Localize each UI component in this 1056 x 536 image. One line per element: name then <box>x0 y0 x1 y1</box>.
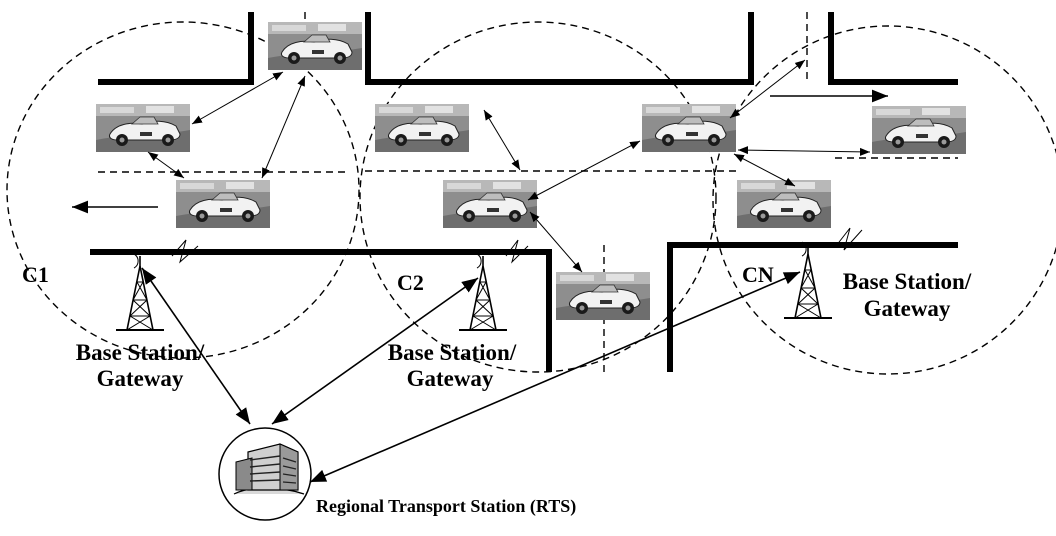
gateway-label-2: Gateway <box>407 366 494 391</box>
vehicle-car-9 <box>871 105 967 155</box>
vehicle-car-3 <box>175 179 271 229</box>
vehicle-car-8 <box>736 179 832 229</box>
radio-zigzag-icon <box>835 227 863 251</box>
cell-label-c2: C2 <box>397 270 424 295</box>
base-station-label-2: Base Station/ <box>388 340 517 365</box>
vehicle-car-7 <box>555 271 651 321</box>
link-car4-car5 <box>483 109 521 171</box>
vehicle-car-1 <box>267 21 363 71</box>
wall-top-right <box>828 12 958 85</box>
vehicles <box>95 21 967 321</box>
link-bsn-rts <box>309 271 801 483</box>
traffic-direction <box>72 89 888 214</box>
radio-zigzag-icon <box>505 239 529 264</box>
cell-label-cn: CN <box>742 262 774 287</box>
tower-icon <box>115 253 165 331</box>
cell-circle-c2 <box>359 21 717 373</box>
link-car6-top <box>729 59 806 119</box>
link-car6-car9 <box>737 146 871 156</box>
rts-station <box>218 427 312 521</box>
base-stations <box>115 227 863 331</box>
link-car5-car7 <box>529 211 583 273</box>
link-car5-car6 <box>527 140 641 201</box>
base-station-label-1: Base Station/ <box>76 340 205 365</box>
v2v-links <box>147 59 871 273</box>
radio-zigzag-icon <box>171 239 199 264</box>
cell-circle-cn <box>712 25 1056 375</box>
vehicle-car-5 <box>442 179 538 229</box>
rts-label: Regional Transport Station (RTS) <box>316 496 576 517</box>
tower-icon <box>783 241 833 319</box>
backbone-links <box>141 267 801 483</box>
gateway-label-1: Gateway <box>97 366 184 391</box>
vehicle-car-2 <box>95 103 191 153</box>
base-station-label-n: Base Station/ <box>843 269 972 294</box>
gateway-label-n: Gateway <box>864 296 951 321</box>
building-icon <box>233 443 305 495</box>
vehicle-car-6 <box>641 103 737 153</box>
wall-top-middle <box>365 12 754 85</box>
link-car1-car3 <box>261 75 306 179</box>
link-car2-car3 <box>147 151 185 179</box>
tower-icon <box>458 253 508 331</box>
labels: C1 C2 CN Base Station/ Gateway Base Stat… <box>22 262 972 517</box>
link-car6-car8 <box>733 153 796 187</box>
link-bs1-rts <box>141 267 251 425</box>
cell-label-c1: C1 <box>22 262 49 287</box>
vehicle-car-4 <box>374 103 470 153</box>
wall-top-left <box>98 12 254 85</box>
